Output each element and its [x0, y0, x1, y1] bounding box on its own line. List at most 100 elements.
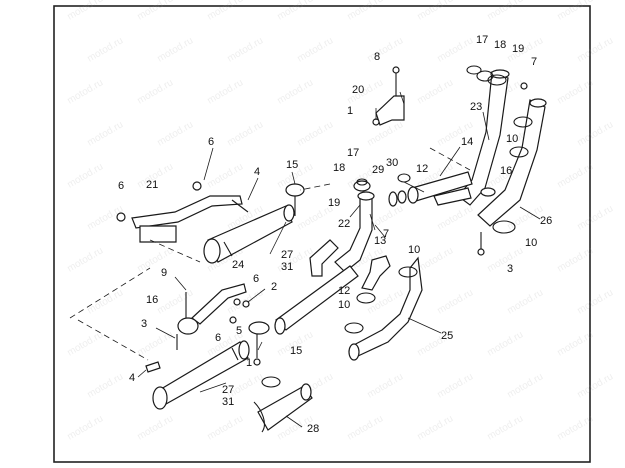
callout-14: 14 [461, 136, 473, 148]
clamp-16-right [480, 187, 496, 197]
nut-7-upper [520, 82, 528, 90]
watermark-text: motod.ru [416, 0, 456, 23]
bracket-21 [116, 181, 249, 243]
clamps-12-10-mid [344, 292, 376, 334]
washers-29-30 [388, 173, 411, 207]
diagram-frame [53, 5, 591, 463]
callout-25: 25 [441, 330, 453, 342]
callout-27: 27 [222, 384, 234, 396]
watermark-text: motod.ru [136, 413, 176, 442]
watermark-text: motod.ru [576, 35, 616, 64]
callout-10: 10 [408, 244, 420, 256]
bracket-20 [372, 66, 405, 126]
watermark-text: motod.ru [576, 119, 616, 148]
callout-30: 30 [386, 157, 398, 169]
front-header-pipe-23 [457, 69, 510, 206]
watermark-text: motod.ru [86, 119, 126, 148]
watermark-text: motod.ru [276, 0, 316, 23]
watermark-text: motod.ru [576, 371, 616, 400]
watermark-text: motod.ru [66, 161, 106, 190]
watermark-text: motod.ru [416, 245, 456, 274]
crossover-pipe-14 [407, 171, 473, 206]
watermark-text: motod.ru [486, 413, 526, 442]
callout-4: 4 [129, 372, 135, 384]
callout-15: 15 [290, 345, 302, 357]
watermark-text: motod.ru [86, 287, 126, 316]
callout-9: 9 [161, 267, 167, 279]
callout-17: 17 [476, 34, 488, 46]
watermark-text: motod.ru [156, 287, 196, 316]
clamp-15-lower [248, 321, 270, 366]
watermark-text: motod.ru [206, 161, 246, 190]
callout-6: 6 [215, 332, 221, 344]
callout-23: 23 [470, 101, 482, 113]
watermark-text: motod.ru [226, 35, 266, 64]
watermark-text: motod.ru [86, 371, 126, 400]
callout-4: 4 [254, 166, 260, 178]
watermark-text: motod.ru [226, 119, 266, 148]
watermark-text: motod.ru [156, 119, 196, 148]
watermark-text: motod.ru [276, 77, 316, 106]
flange-10-upper [509, 116, 533, 158]
callout-31: 31 [222, 396, 234, 408]
callout-24: 24 [232, 259, 244, 271]
callout-8: 8 [374, 51, 380, 63]
watermark-text: motod.ru [416, 77, 456, 106]
callout-5: 5 [236, 325, 242, 337]
watermark-text: motod.ru [366, 371, 406, 400]
watermark-text: motod.ru [66, 77, 106, 106]
callout-7: 7 [383, 228, 389, 240]
watermark-text: motod.ru [346, 413, 386, 442]
watermark-text: motod.ru [346, 0, 386, 23]
heat-shield-28 [253, 383, 313, 433]
callout-19: 19 [328, 197, 340, 209]
watermark-text: motod.ru [136, 0, 176, 23]
callout-12: 12 [338, 285, 350, 297]
callout-15: 15 [286, 159, 298, 171]
callout-13: 13 [374, 235, 386, 247]
clamp-10-mid [398, 266, 418, 278]
callout-29: 29 [372, 164, 384, 176]
bolt-4-lower [145, 361, 161, 373]
callout-12: 12 [416, 163, 428, 175]
watermark-text: motod.ru [66, 0, 106, 23]
callout-22: 22 [338, 218, 350, 230]
callout-6: 6 [253, 273, 259, 285]
watermark-text: motod.ru [506, 287, 546, 316]
callout-3: 3 [507, 263, 513, 275]
callout-20: 20 [352, 84, 364, 96]
leader-lines [137, 91, 541, 428]
callout-17: 17 [347, 147, 359, 159]
watermark-text: motod.ru [66, 329, 106, 358]
callout-10: 10 [338, 299, 350, 311]
callout-labels: 8 17 18 19 7 20 1 23 10 14 6 4 15 18 17 … [118, 34, 552, 435]
watermark-text: motod.ru [136, 77, 176, 106]
watermark-text: motod.ru [66, 413, 106, 442]
watermark-text: motod.ru [296, 35, 336, 64]
watermark-text: motod.ru [506, 371, 546, 400]
callout-10: 10 [525, 237, 537, 249]
callout-6: 6 [208, 136, 214, 148]
callout-18: 18 [494, 39, 506, 51]
bolt-3-right [477, 232, 485, 256]
lower-muffler-27-31 [152, 340, 250, 410]
watermark-text: motod.ru [436, 203, 476, 232]
watermark-text: motod.ru [486, 245, 526, 274]
clamp-10-right [492, 220, 516, 234]
clamp-17-18-19-upper [466, 65, 507, 86]
callout-19: 19 [512, 43, 524, 55]
rear-header-pipe-26 [477, 98, 547, 227]
watermark-text: motod.ru [436, 287, 476, 316]
watermark-text: motod.ru [156, 35, 196, 64]
watermark-text: motod.ru [576, 287, 616, 316]
callout-21: 21 [146, 179, 158, 191]
callout-31: 31 [281, 261, 293, 273]
callout-6: 6 [118, 180, 124, 192]
callout-3: 3 [141, 318, 147, 330]
watermark-text: motod.ru [206, 0, 246, 23]
callout-26: 26 [540, 215, 552, 227]
watermark-text: motod.ru [436, 371, 476, 400]
dashed-mount-lines [69, 147, 471, 361]
